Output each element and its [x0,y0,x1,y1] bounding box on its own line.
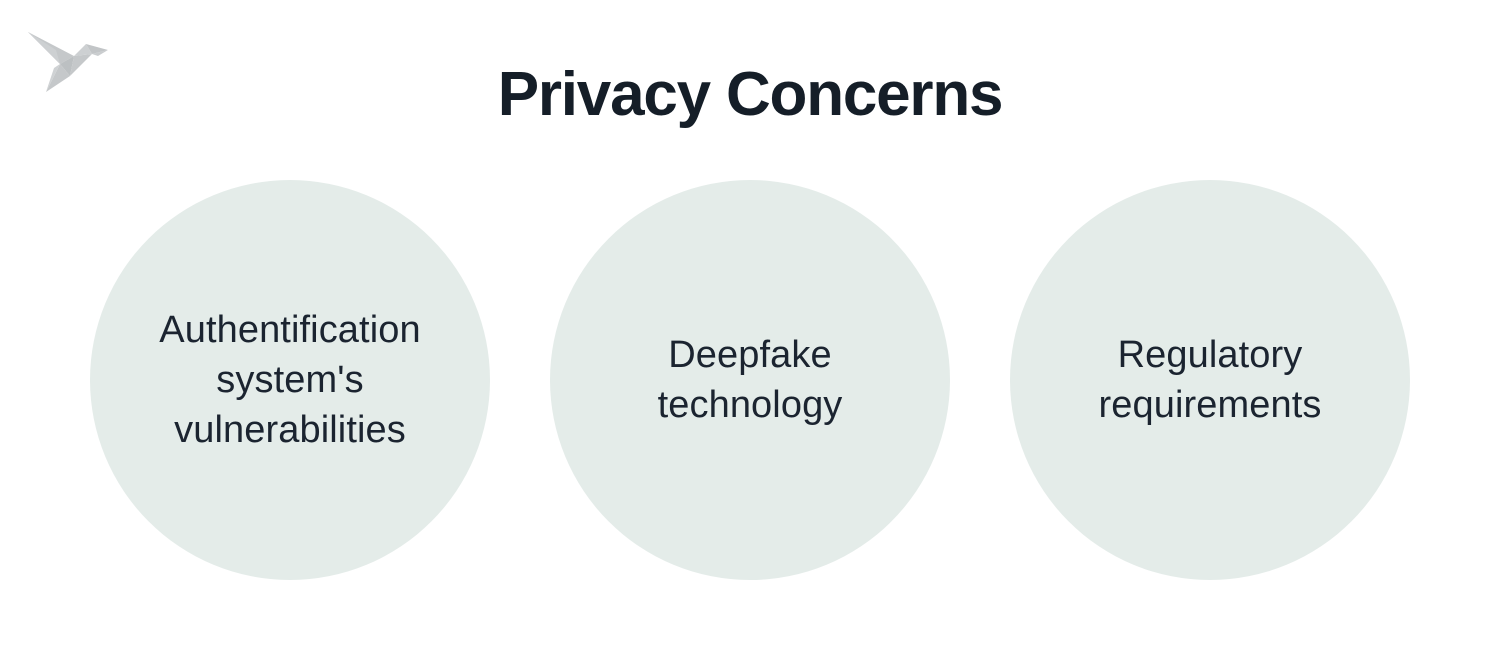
page-title: Privacy Concerns [497,60,1004,129]
concept-circle-3[interactable]: Regulatory requirements [1010,180,1410,580]
concept-circle-3-label: Regulatory requirements [1098,334,1322,426]
concept-circle-2-label: Deepfake technology [657,334,843,426]
concept-circle-1-label: Authentification system's vulnerabilitie… [159,309,421,451]
concept-circle-1[interactable]: Authentification system's vulnerabilitie… [90,180,490,580]
concept-circle-group: Authentification system's vulnerabilitie… [90,180,1410,580]
origami-bird-logo [26,20,110,96]
origami-bird-icon [28,32,108,92]
concept-circle-2[interactable]: Deepfake technology [550,180,950,580]
